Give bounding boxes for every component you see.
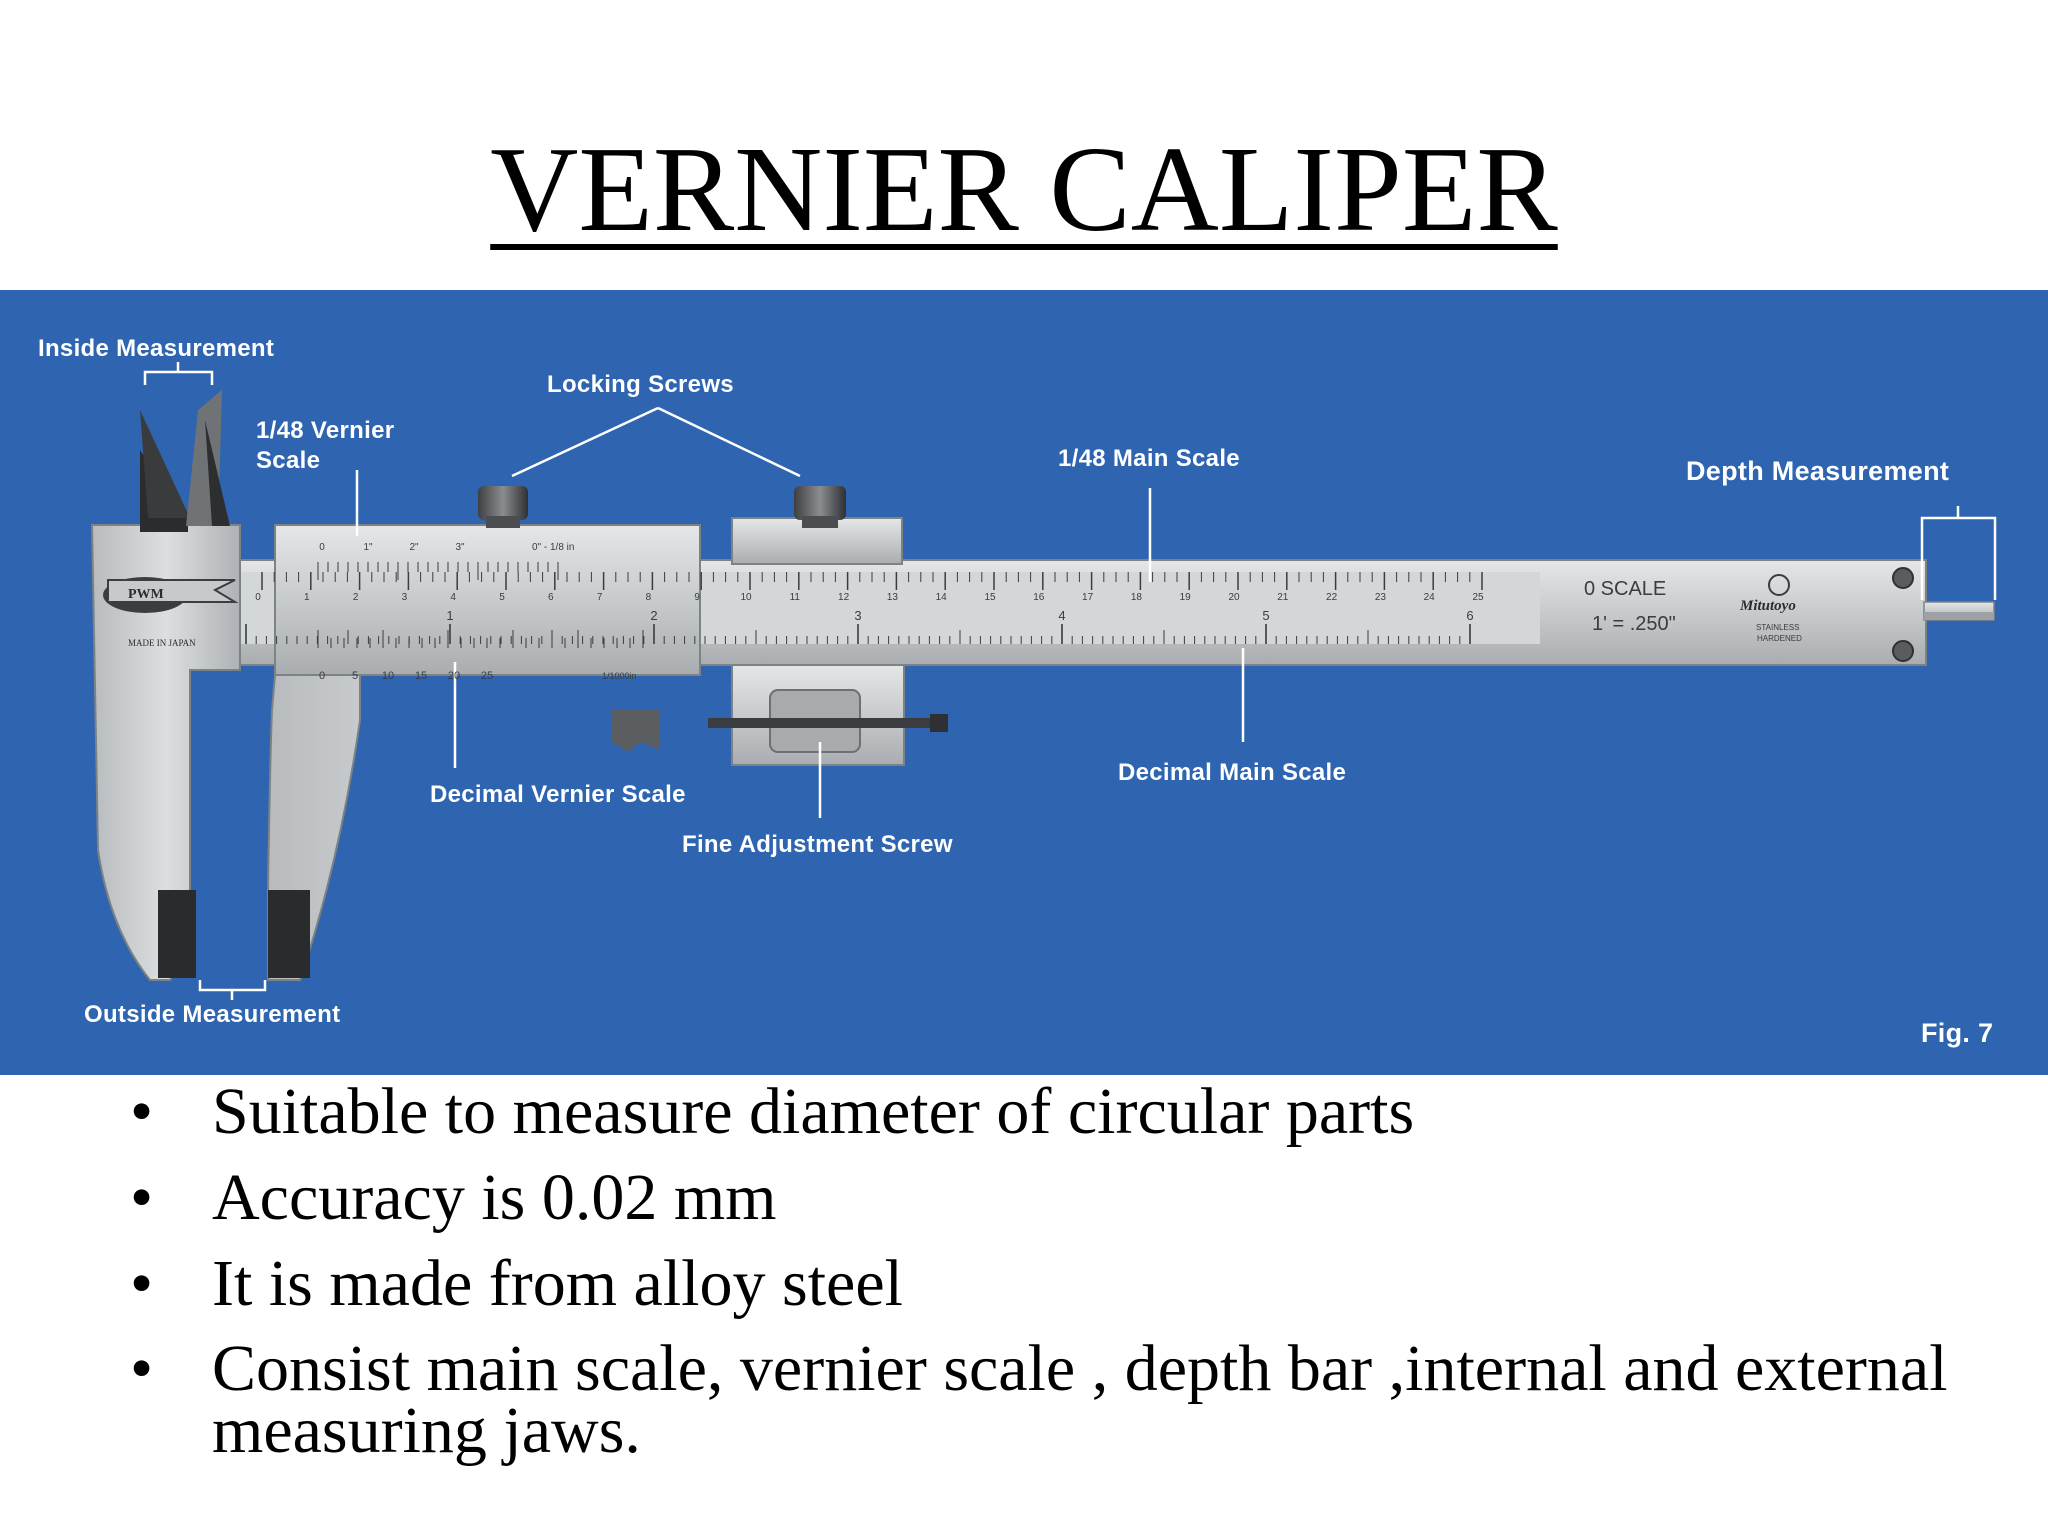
bullet-text: Consist main scale, vernier scale , dept… [212,1332,1948,1467]
main-scale-ticks-top [261,572,1483,590]
main-scale-number: 25 [1472,592,1484,603]
vernier-scale-number: 5 [351,670,359,682]
main-scale-number: 1 [446,608,454,623]
maker-logo-icon [1768,574,1790,596]
made-in-japan-text: MADE IN JAPAN [128,638,196,648]
locking-screw-left [478,486,528,528]
label-vernier-148-line2: Scale [256,447,321,474]
label-vernier-148-line1: 1/48 Vernier [256,417,395,444]
label-depth-measurement: Depth Measurement [1686,456,1950,486]
locking-screws-leader [511,406,801,478]
main-scale-ticks-bottom [245,624,1471,644]
outside-measurement-bracket [198,980,267,1000]
main-scale-number: 3 [854,608,862,623]
main-scale-number: 7 [596,592,603,603]
main-scale-number: 11 [789,592,800,603]
main-scale-number: 15 [984,592,996,603]
main-scale-number: 24 [1423,592,1435,603]
slide-title: VERNIER CALIPER [490,122,1558,257]
bullet-item: • It is made from alloy steel [130,1247,1980,1320]
label-main-scale-148: 1/48 Main Scale [1058,445,1240,472]
main-scale-number: 1 [304,592,310,603]
main-scale-number: 8 [645,592,652,603]
inside-measurement-bracket [143,362,214,385]
main-scale-number: 21 [1277,592,1289,603]
vernier-scale-ticks [317,562,644,648]
vernier-scale-number: 3" [455,542,465,553]
main-scale-number: 3 [401,592,408,603]
brand-badge [103,577,239,613]
label-locking-screws: Locking Screws [547,371,734,398]
vernier-scale-number: 0 [319,542,325,553]
vernier-scale-number: 0" - 1/8 in [532,542,575,553]
main-scale-number: 6 [548,592,554,603]
vernier-scale-number: 20 [447,670,461,682]
bullet-dot: • [130,1247,154,1320]
main-scale-number: 22 [1326,592,1338,603]
locking-screw-right [794,486,846,528]
main-scale-number: 14 [935,592,947,603]
rivet-top [1892,567,1914,589]
main-scale-number: 20 [1228,592,1240,603]
label-outside-measurement: Outside Measurement [84,1001,341,1028]
main-scale-number: 10 [740,592,752,603]
bullet-text: Suitable to measure diameter of circular… [212,1075,1415,1148]
main-scale-number: 2 [650,608,658,623]
hardened-text: HARDENED [1757,634,1802,643]
main-scale-number: 18 [1130,592,1142,603]
bullet-text: Accuracy is 0.02 mm [212,1161,777,1234]
scale-marking-line2: 1' = .250" [1592,613,1676,635]
vernier-scale-number: 10 [381,670,395,682]
thumb-grip [612,710,660,752]
bullet-list: • Suitable to measure diameter of circula… [130,1075,1980,1484]
main-scale-number: 16 [1033,592,1045,603]
vernier-scale-number: 25 [480,670,494,682]
vernier-scale-number: 1" [363,542,373,553]
caliper-drawing [90,362,1997,1000]
main-scale-number: 6 [1466,608,1474,623]
main-scale-number: 4 [1058,608,1066,623]
label-decimal-vernier-scale: Decimal Vernier Scale [430,781,686,808]
maker-name: Mitutoyo [1740,598,1796,614]
main-scale-number: 4 [450,592,456,603]
bullet-item: • Suitable to measure diameter of circula… [130,1075,1980,1148]
main-scale-number: 19 [1179,592,1191,603]
bullet-dot: • [130,1332,154,1405]
bullet-text: It is made from alloy steel [212,1247,903,1320]
vernier-scale-number: 15 [414,670,428,682]
brand-badge-text: PWM [128,587,164,602]
vernier-scale-number: 1/1000in [602,671,637,681]
main-scale-number: 2 [352,592,359,603]
main-scale-number: 0 [255,592,261,603]
caliper-figure: PWM MADE IN JAPAN 0 SCALE 1' = .250" Mit… [0,290,2048,1075]
vernier-scale-number: 2" [409,542,419,553]
main-scale-number: 13 [886,592,898,603]
vernier-plate [274,524,701,676]
vernier-scale-number: 0 [318,670,326,682]
main-scale-number: 5 [1262,608,1270,623]
scale-marking-line1: 0 SCALE [1584,578,1667,600]
callout-lines [143,362,1997,1000]
bullet-item: • Accuracy is 0.02 mm [130,1161,1980,1234]
main-scale-number: 12 [838,592,850,603]
main-scale-number: 9 [694,592,700,603]
main-scale-number: 23 [1374,592,1386,603]
bullet-dot: • [130,1161,154,1234]
label-inside-measurement: Inside Measurement [38,335,275,362]
bullet-item: • Consist main scale, vernier scale , dep… [130,1332,1980,1464]
label-fine-adjustment-screw: Fine Adjustment Screw [682,831,953,858]
bullet-dot: • [130,1075,154,1148]
depth-measurement-bracket [1920,506,1997,600]
main-scale-number: 17 [1082,592,1094,603]
label-decimal-main-scale: Decimal Main Scale [1118,759,1347,786]
rivet-bottom [1892,640,1914,662]
figure-number: Fig. 7 [1921,1018,1994,1048]
main-scale-number: 5 [499,592,505,603]
stainless-text: STAINLESS [1756,623,1800,632]
